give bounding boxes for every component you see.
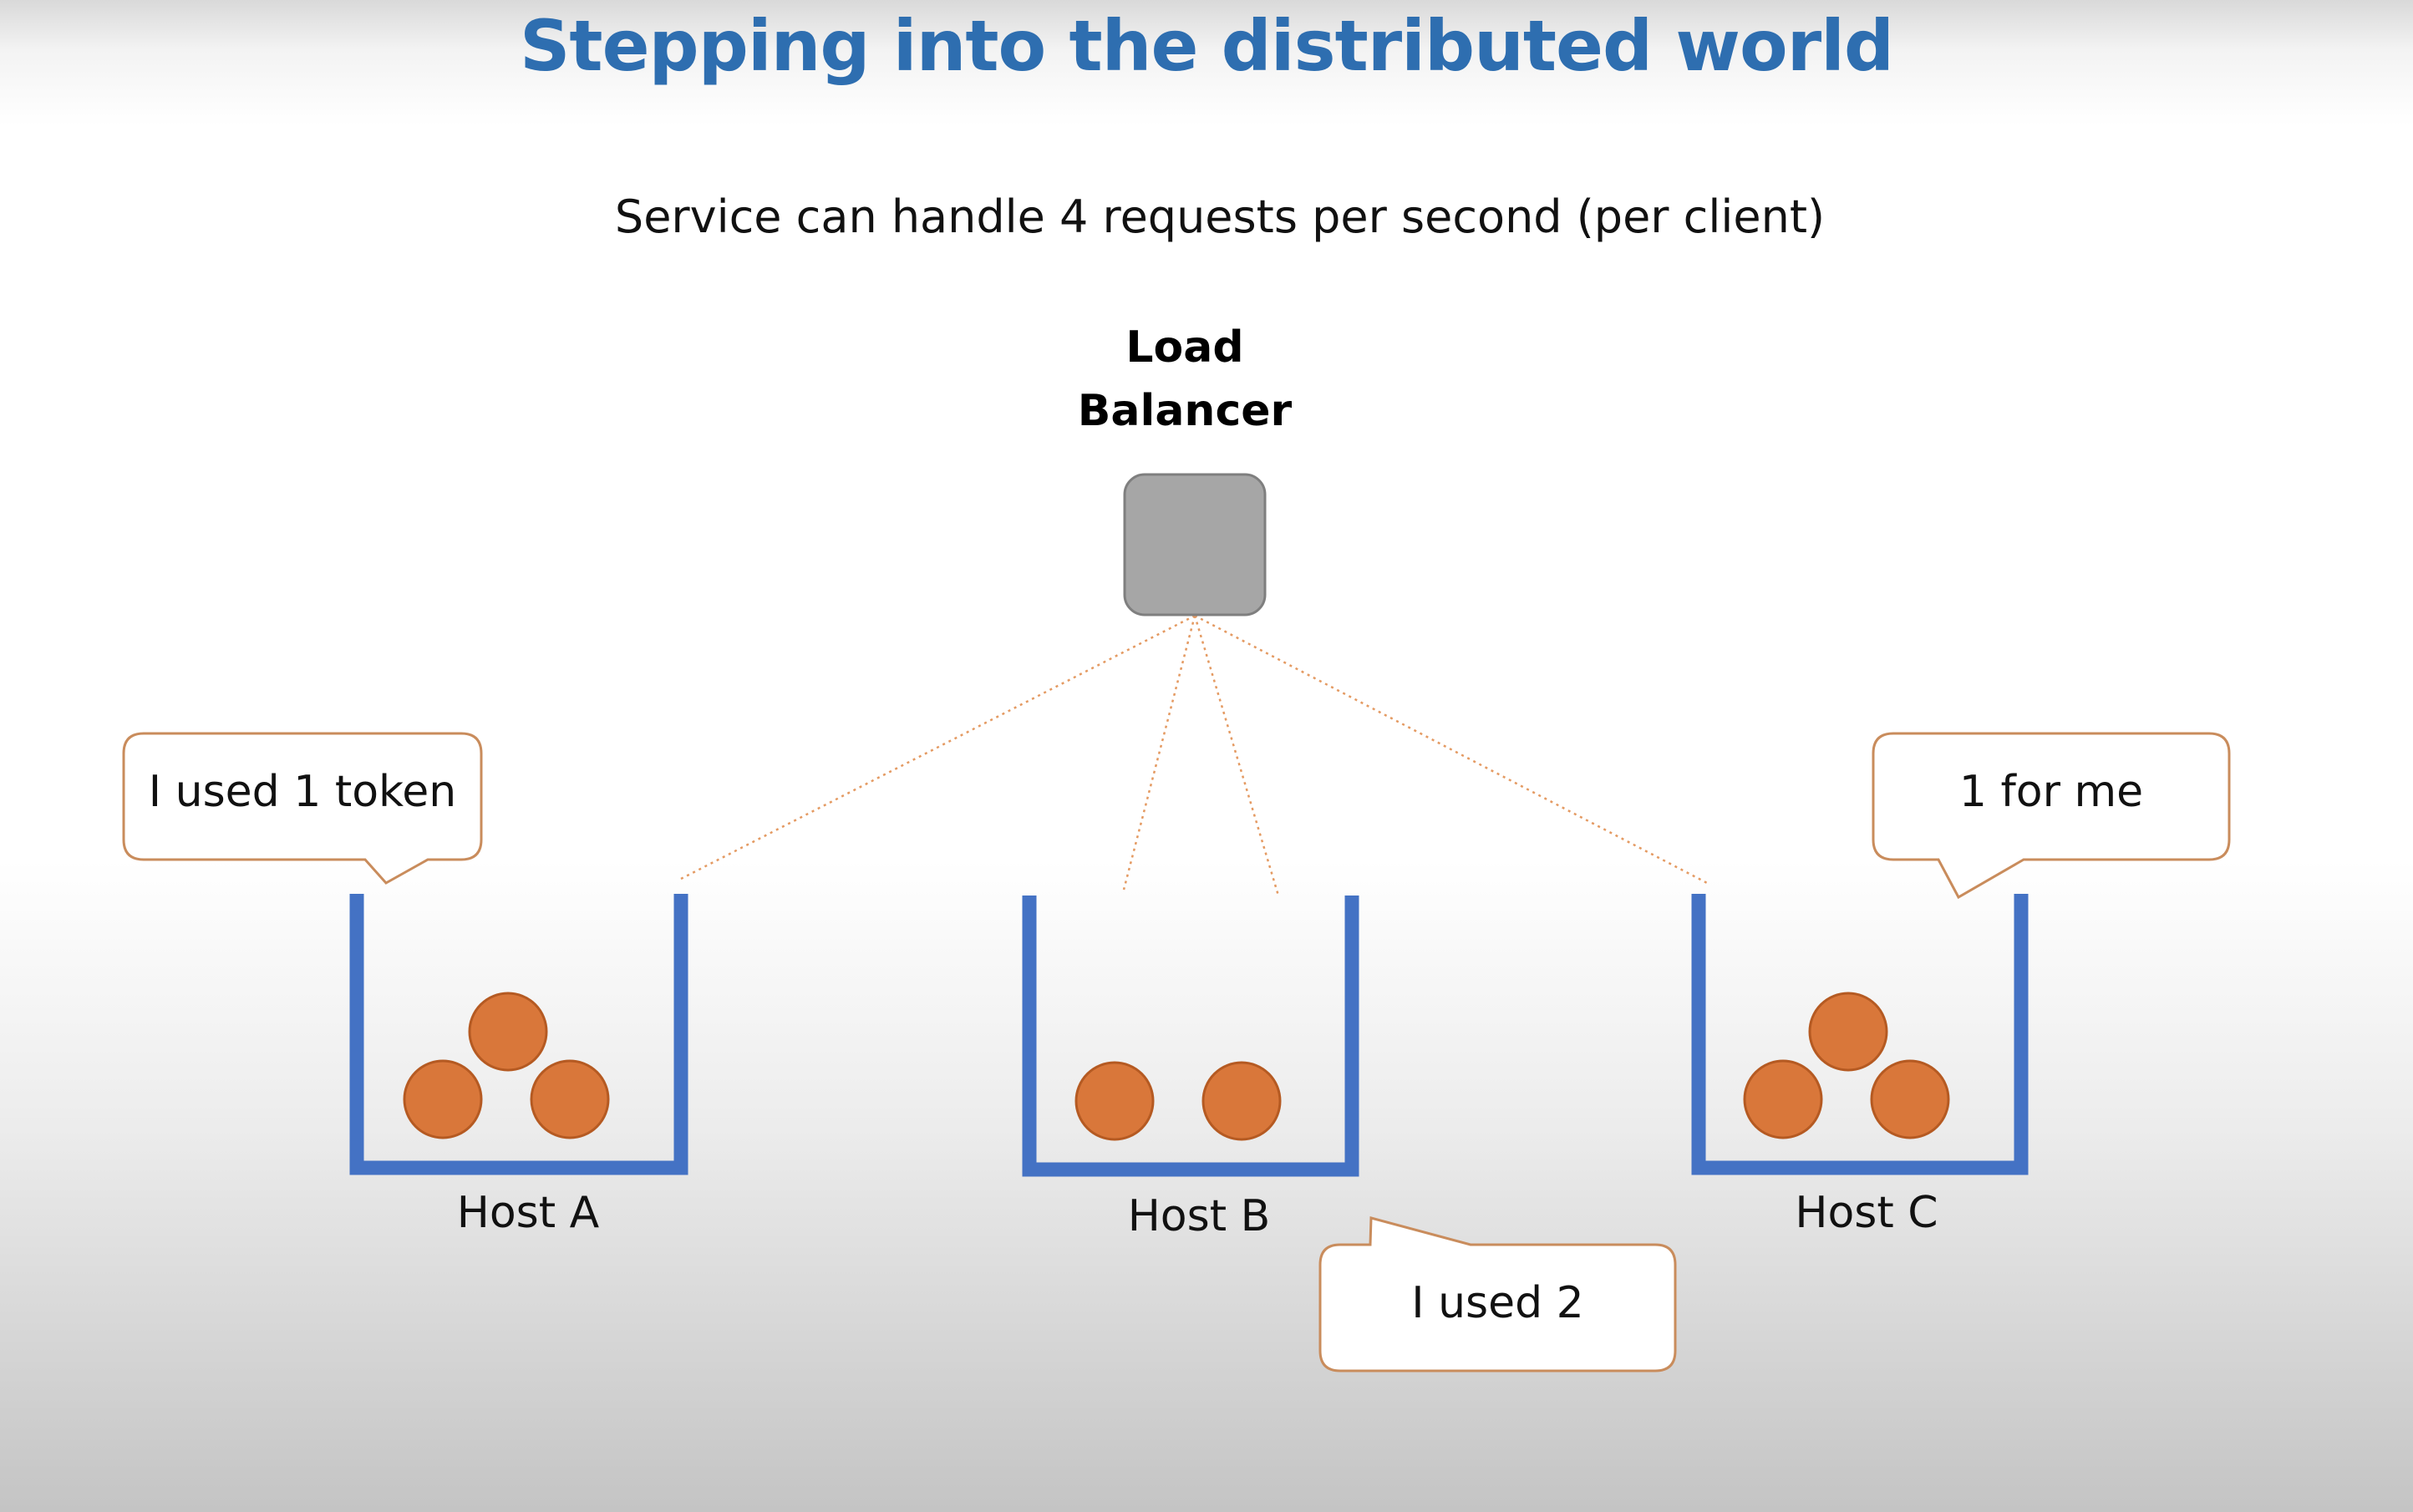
load-balancer-label: Load Balancer xyxy=(1018,316,1352,443)
token-group-host-b xyxy=(1074,1061,1282,1141)
connector-lines xyxy=(680,614,1709,896)
token-group-host-a xyxy=(403,992,610,1139)
token xyxy=(468,992,548,1072)
callout-host-a-text: I used 1 token xyxy=(148,767,457,817)
token-group-host-c xyxy=(1743,992,1950,1139)
connector-host-a xyxy=(680,614,1196,880)
callout-host-c-bubble xyxy=(1872,732,2231,900)
connector-host-b-left xyxy=(1122,615,1196,890)
callout-host-b-text: I used 2 xyxy=(1411,1278,1584,1328)
bucket-host-b xyxy=(1022,896,1359,1177)
host-b-label: Host B xyxy=(1127,1191,1271,1241)
token xyxy=(1870,1059,1950,1139)
bucket-host-a-outline xyxy=(349,894,688,1175)
load-balancer-label-line1: Load xyxy=(1125,322,1244,373)
slide-subtitle: Service can handle 4 requests per second… xyxy=(614,190,1826,243)
load-balancer-label-line2: Balancer xyxy=(1077,386,1293,436)
token xyxy=(1074,1061,1155,1141)
bucket-host-a xyxy=(349,894,688,1175)
bucket-host-b-outline xyxy=(1022,896,1359,1177)
callout-host-b-bubble xyxy=(1318,1216,1677,1372)
bucket-host-c xyxy=(1691,894,2029,1175)
host-a-label: Host A xyxy=(456,1188,600,1238)
callout-host-c-text: 1 for me xyxy=(1958,767,2144,817)
token xyxy=(1201,1061,1282,1141)
token xyxy=(1808,992,1888,1072)
bucket-host-c-outline xyxy=(1691,894,2029,1175)
token xyxy=(403,1059,483,1139)
token xyxy=(1743,1059,1823,1139)
callout-host-a-bubble xyxy=(122,732,483,885)
token xyxy=(530,1059,610,1139)
host-c-label: Host C xyxy=(1795,1188,1938,1238)
connector-host-b-right xyxy=(1193,615,1280,896)
connector-host-c xyxy=(1194,614,1709,885)
load-balancer-box xyxy=(1123,473,1267,616)
slide-title: Stepping into the distributed world xyxy=(519,5,1894,87)
